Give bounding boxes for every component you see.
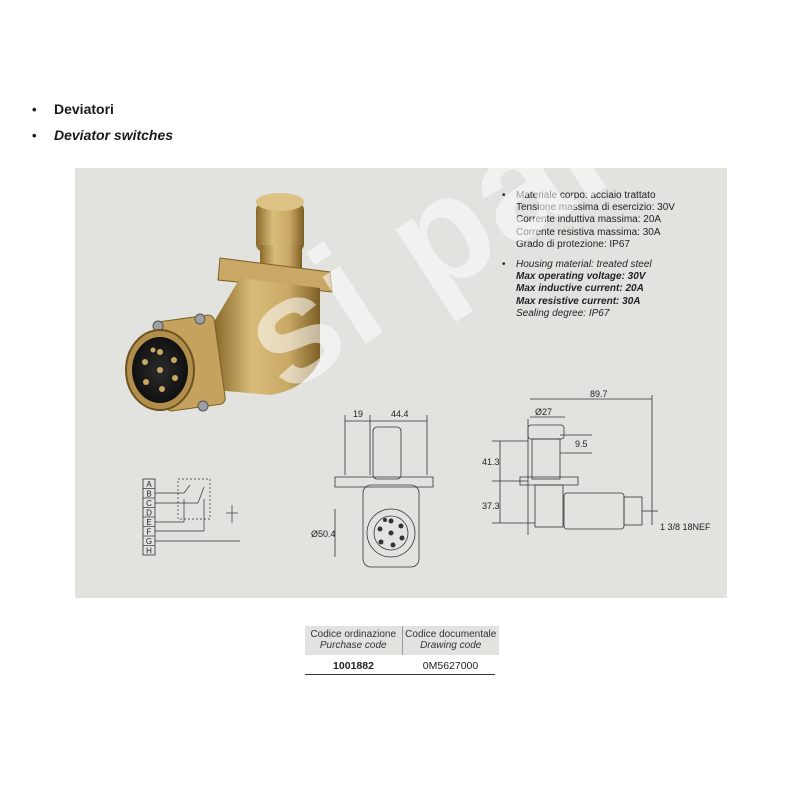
specs-italian: • Materiale corpo: acciaio trattato Tens… — [500, 190, 720, 251]
pin-letter: H — [146, 547, 152, 556]
spec-line: Max operating voltage: 30V — [516, 271, 646, 283]
bullet: • — [32, 101, 37, 117]
spec-line: Corrente resistiva massima: 30A — [516, 226, 661, 238]
product-photo — [125, 193, 333, 412]
drawing-code-value: 0M5627000 — [422, 660, 479, 672]
bullet: • — [32, 127, 37, 143]
dim-label: 44.4 — [391, 409, 409, 419]
codes-table: Codice ordinazione Purchase code Codice … — [305, 626, 499, 673]
bullet: • — [502, 190, 506, 201]
header-italian: Codice documentale — [405, 629, 497, 640]
heading-italian: • Deviatori — [32, 96, 173, 122]
pin-letter: B — [146, 490, 151, 499]
side-view-drawing: 89.7 Ø27 9.5 41.3 37.3 1 3/8 18NEF — [482, 389, 711, 535]
spec-line: Grado di protezione: IP67 — [516, 238, 630, 250]
pin-letter: E — [146, 518, 151, 527]
header-english: Purchase code — [319, 640, 387, 651]
header-purchase-code: Codice ordinazione Purchase code — [305, 626, 403, 655]
table-rule — [305, 674, 495, 675]
heading-english: • Deviator switches — [32, 122, 173, 148]
dim-label: Ø27 — [535, 407, 552, 417]
dim-label: 41.3 — [482, 457, 500, 467]
pin-letter: G — [146, 537, 152, 546]
pin-letter: A — [146, 480, 152, 489]
dim-label: Ø50.4 — [311, 529, 336, 539]
heading-italian-text: Deviatori — [54, 101, 114, 117]
spec-line: Sealing degree: IP67 — [516, 307, 610, 319]
pin-letter: C — [146, 499, 152, 508]
section-heading: • Deviatori • Deviator switches — [32, 96, 173, 148]
specifications: • Materiale corpo: acciaio trattato Tens… — [500, 190, 720, 320]
spec-line: Tensione massima di esercizio: 30V — [516, 202, 675, 214]
wiring-schematic: A B C D E F G H — [142, 478, 240, 556]
header-italian: Codice ordinazione — [310, 629, 397, 640]
spec-line: Materiale corpo: acciaio trattato — [516, 190, 656, 201]
dim-label: 1 3/8 18NEF — [660, 522, 711, 532]
header-drawing-code: Codice documentale Drawing code — [402, 626, 499, 655]
front-view-drawing: 19 44.4 Ø50.4 — [311, 409, 434, 568]
table-row: 1001882 0M5627000 — [305, 655, 499, 673]
spec-line: Corrente induttiva massima: 20A — [516, 214, 662, 226]
spec-line: Max resistive current: 30A — [516, 295, 641, 307]
heading-english-text: Deviator switches — [54, 127, 174, 143]
dim-label: 37.3 — [482, 501, 500, 511]
purchase-code-value: 1001882 — [333, 660, 374, 672]
specs-english: • Housing material: treated steel Max op… — [500, 259, 720, 320]
pin-letter: F — [147, 528, 152, 537]
pin-letter: D — [146, 509, 152, 518]
dim-label: 19 — [353, 409, 363, 419]
dim-label: 89.7 — [590, 389, 608, 399]
spec-line: Housing material: treated steel — [516, 259, 652, 271]
spec-line: Max inductive current: 20A — [516, 283, 644, 295]
bullet: • — [502, 259, 506, 271]
header-english: Drawing code — [420, 640, 482, 651]
codes-table-header: Codice ordinazione Purchase code Codice … — [305, 626, 499, 655]
dim-label: 9.5 — [575, 439, 588, 449]
